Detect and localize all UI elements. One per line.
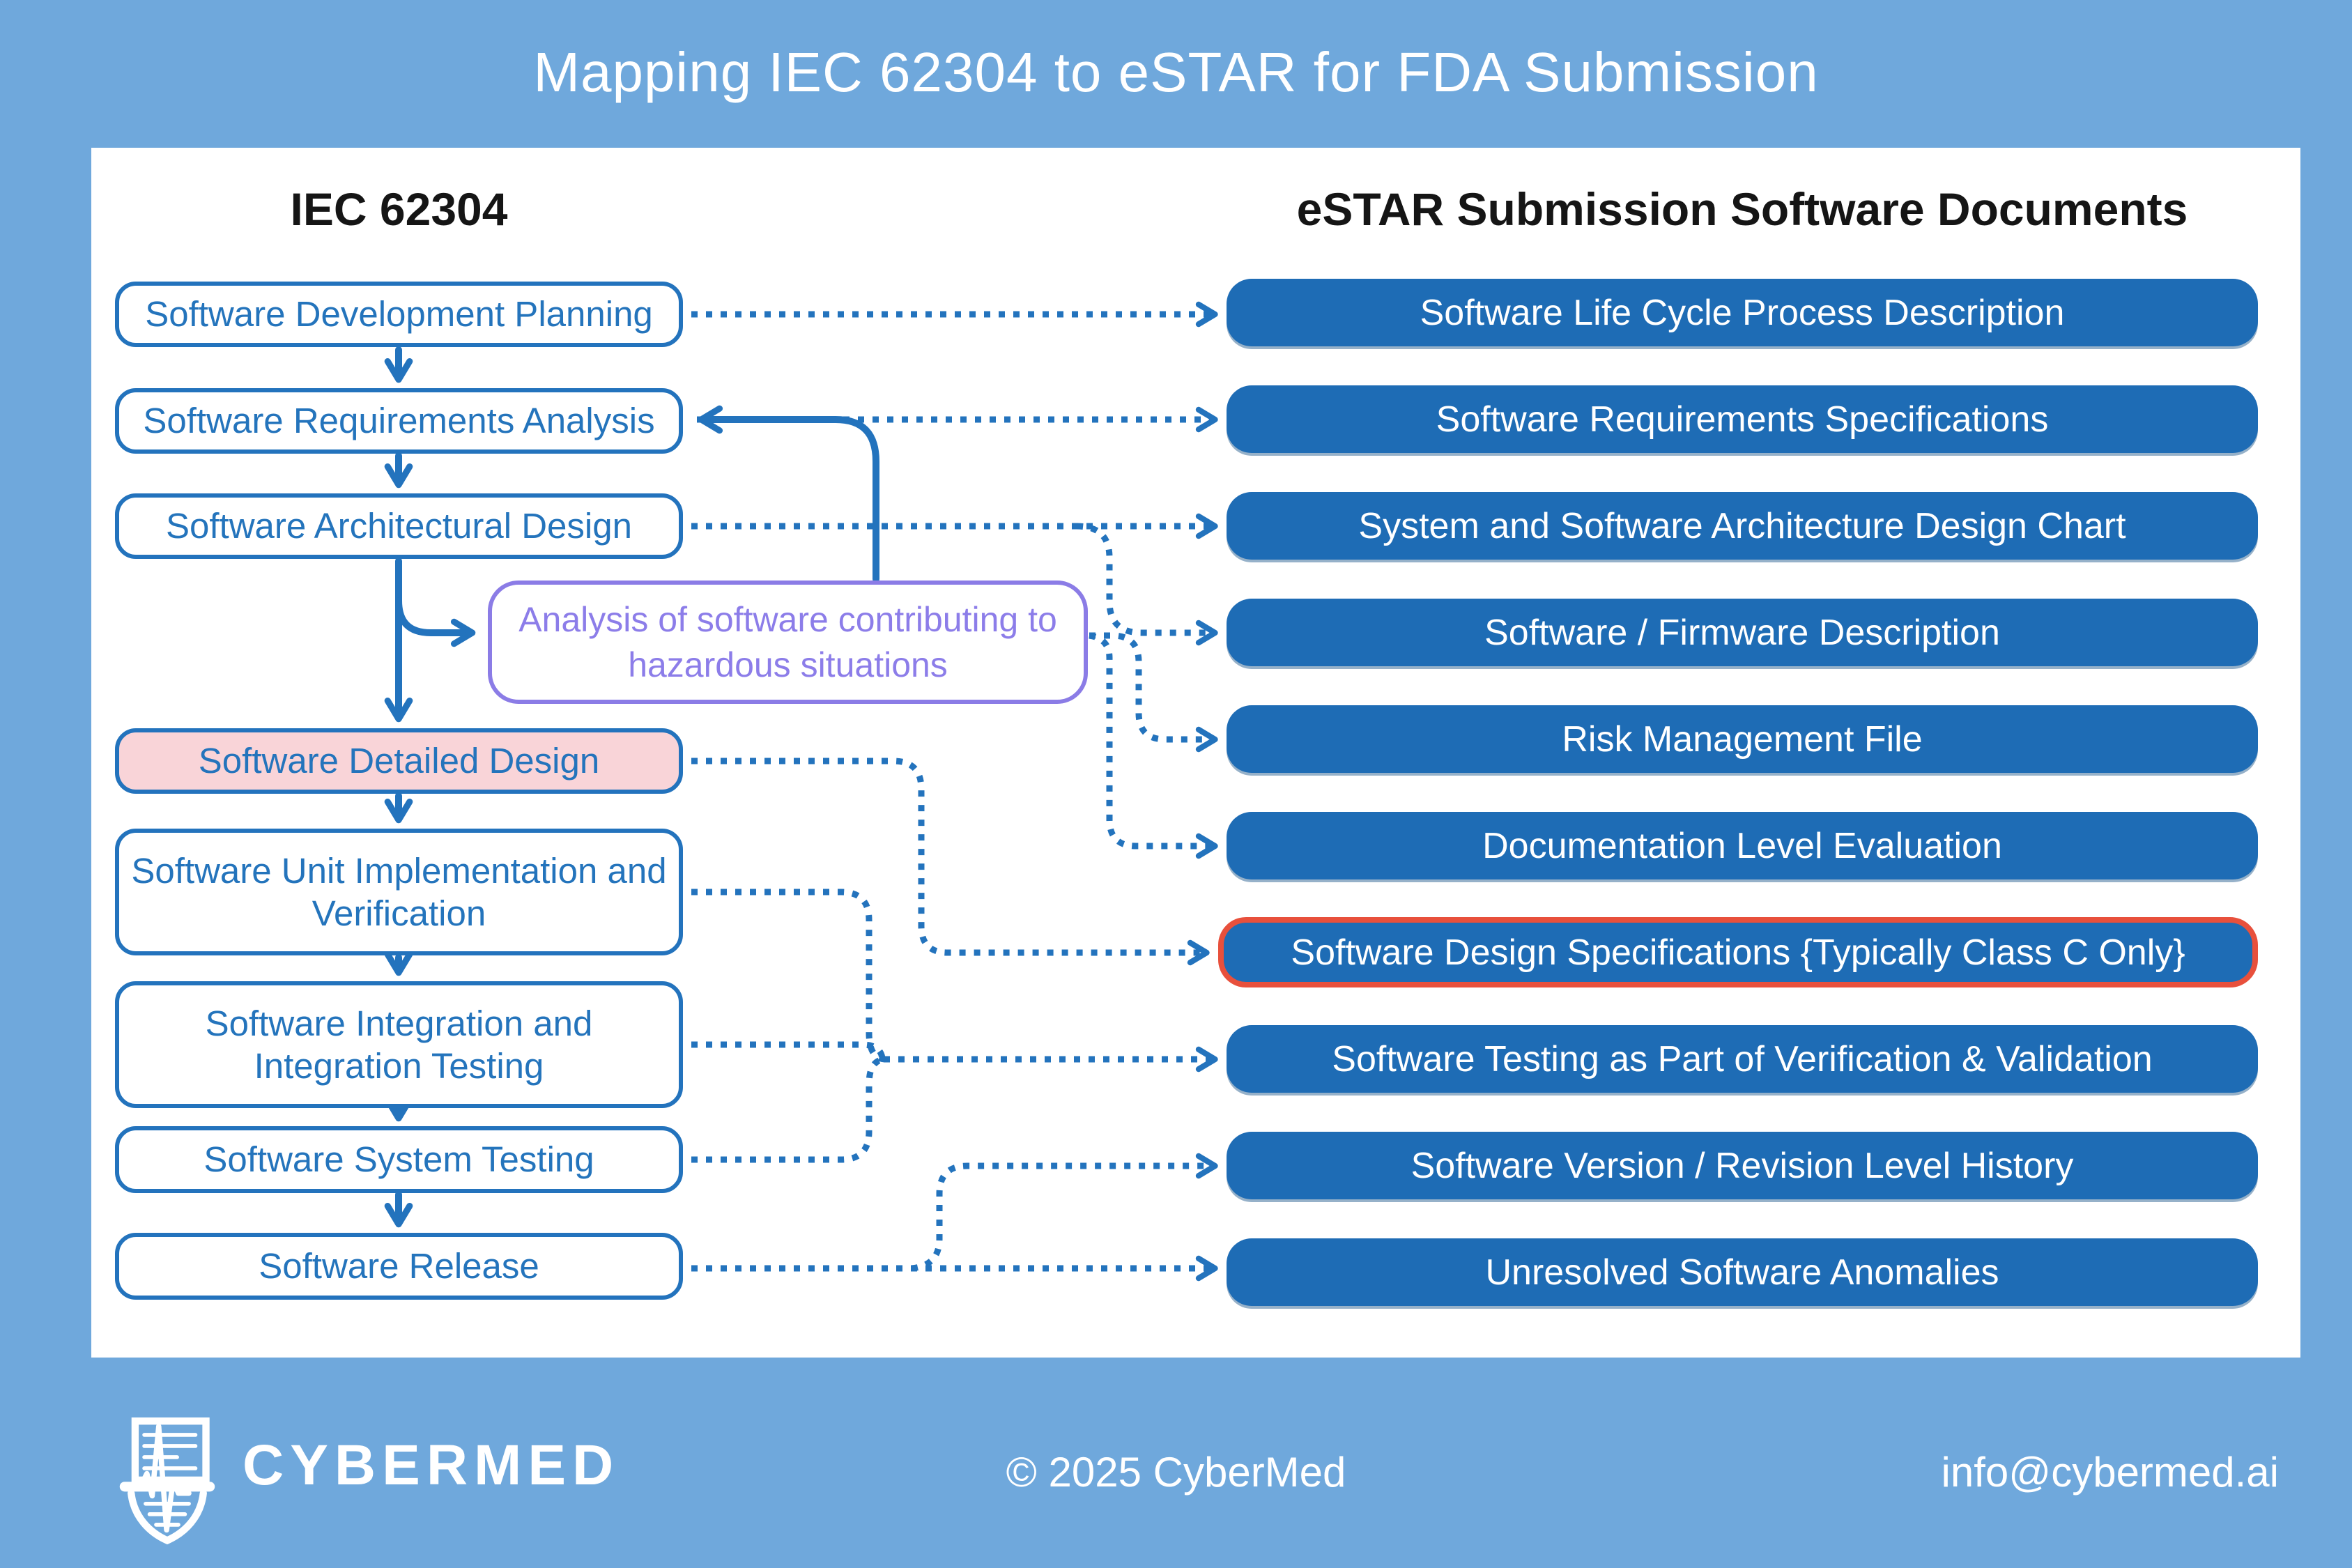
estar-box-requirements-specifications: Software Requirements Specifications <box>1227 385 2258 453</box>
logo-document-lines <box>142 1433 198 1470</box>
page-title: Mapping IEC 62304 to eSTAR for FDA Submi… <box>533 41 1819 103</box>
estar-box-firmware-description: Software / Firmware Description <box>1227 599 2258 666</box>
connector-release-to-version-history <box>911 1153 1218 1272</box>
contact-email: info@cybermed.ai <box>1941 1449 2279 1496</box>
logo-shield-outline <box>128 1489 207 1545</box>
flow-hazard-feedback-to-requirements <box>698 405 879 583</box>
connector-integration-to-testing <box>691 1041 886 1059</box>
estar-box-risk-management-file: Risk Management File <box>1227 705 2258 773</box>
iec-box-unit-implementation: Software Unit Implementation and Verific… <box>115 829 683 955</box>
connector-detailed-design-to-design-specs <box>691 758 1210 966</box>
solid-flow-arrows <box>384 346 879 1228</box>
connector-hazard-to-doc-level <box>1089 632 1218 859</box>
iec-box-requirements-analysis: Software Requirements Analysis <box>115 388 683 454</box>
estar-box-version-revision-history: Software Version / Revision Level Histor… <box>1227 1132 2258 1199</box>
iec-box-software-release: Software Release <box>115 1233 683 1300</box>
iec-box-architectural-design: Software Architectural Design <box>115 493 683 559</box>
iec-box-detailed-design-highlighted: Software Detailed Design <box>115 728 683 794</box>
iec-box-development-planning: Software Development Planning <box>115 282 683 347</box>
connector-architecture-to-firmware <box>1076 523 1218 646</box>
connector-unit-impl-to-testing <box>691 889 886 1063</box>
estar-box-testing-verification-validation: Software Testing as Part of Verification… <box>1227 1025 2258 1093</box>
cybermed-shield-logo-icon <box>119 1417 215 1545</box>
brand-name: CYBERMED <box>243 1434 620 1497</box>
dotted-mapping-connectors <box>691 301 1218 1282</box>
logo-ecg-line <box>137 1423 192 1533</box>
copyright-text: © 2025 CyberMed <box>1006 1449 1346 1496</box>
estar-box-documentation-level-evaluation: Documentation Level Evaluation <box>1227 812 2258 879</box>
flow-branch-to-hazard-analysis <box>395 597 476 647</box>
column-header-iec: IEC 62304 <box>290 183 508 235</box>
estar-box-design-specifications-red: Software Design Specifications {Typicall… <box>1218 917 2258 987</box>
iec-box-integration-testing: Software Integration and Integration Tes… <box>115 981 683 1108</box>
estar-box-unresolved-anomalies: Unresolved Software Anomalies <box>1227 1238 2258 1306</box>
column-header-estar: eSTAR Submission Software Documents <box>1296 183 2188 235</box>
hazard-analysis-box: Analysis of software contributing to haz… <box>488 581 1088 704</box>
connector-system-testing-to-testing <box>691 1056 886 1163</box>
estar-box-lifecycle-description: Software Life Cycle Process Description <box>1227 279 2258 346</box>
connector-hazard-to-risk-file <box>1089 632 1218 753</box>
iec-box-system-testing: Software System Testing <box>115 1126 683 1193</box>
estar-box-architecture-design-chart: System and Software Architecture Design … <box>1227 492 2258 560</box>
